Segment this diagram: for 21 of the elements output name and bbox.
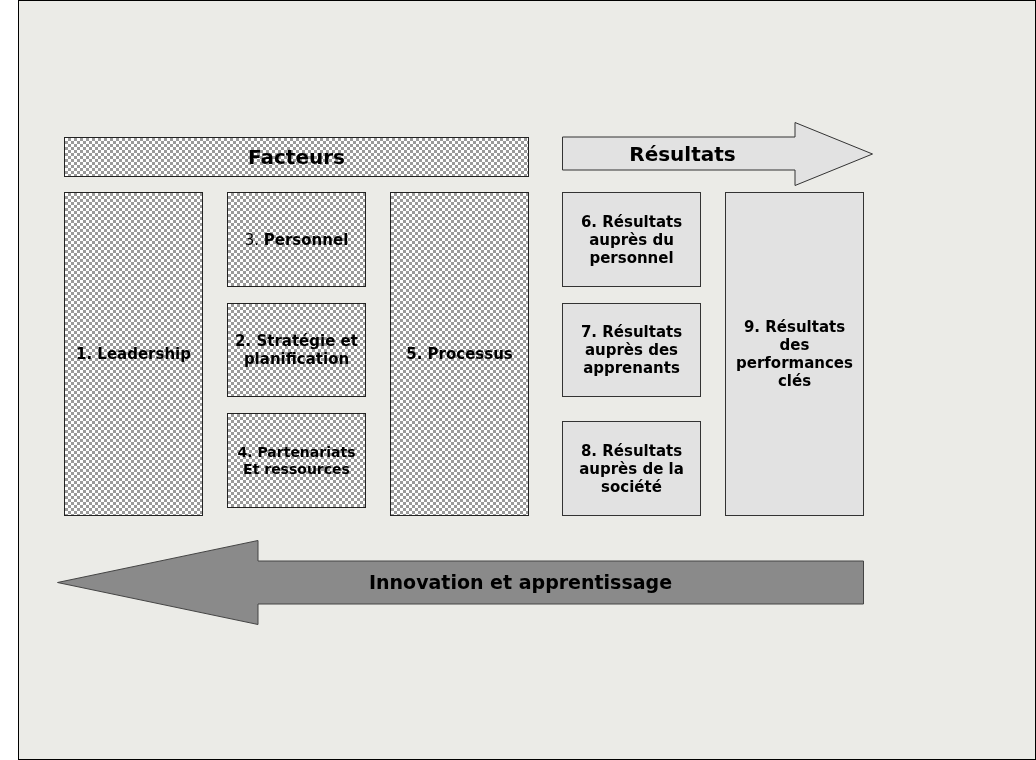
criterion-box <box>227 303 366 397</box>
criterion-box <box>390 192 529 516</box>
left-arrow <box>57 540 864 625</box>
right-arrow <box>562 122 873 186</box>
criterion-box <box>725 192 864 516</box>
criterion-box <box>562 303 701 397</box>
header-band <box>64 137 529 177</box>
box-label: 9. Résultats des performances clés <box>735 318 854 390</box>
box-label: 8. Résultats auprès de la société <box>578 441 685 496</box>
criterion-box <box>64 192 203 516</box>
box-label: 5. Processus <box>405 345 514 363</box>
box-label: 3. Personnel <box>243 230 350 249</box>
box-label: 6. Résultats auprès du personnel <box>579 212 684 267</box>
criterion-box <box>227 413 366 508</box>
criterion-box <box>562 421 701 516</box>
box-label: Innovation et apprentissage <box>367 571 674 594</box>
criterion-box <box>562 192 701 287</box>
box-label: 1. Leadership <box>75 345 192 363</box>
box-label: Résultats <box>628 142 737 166</box>
box-label: 7. Résultats auprès des apprenants <box>579 323 684 377</box>
criterion-box <box>227 192 366 287</box>
